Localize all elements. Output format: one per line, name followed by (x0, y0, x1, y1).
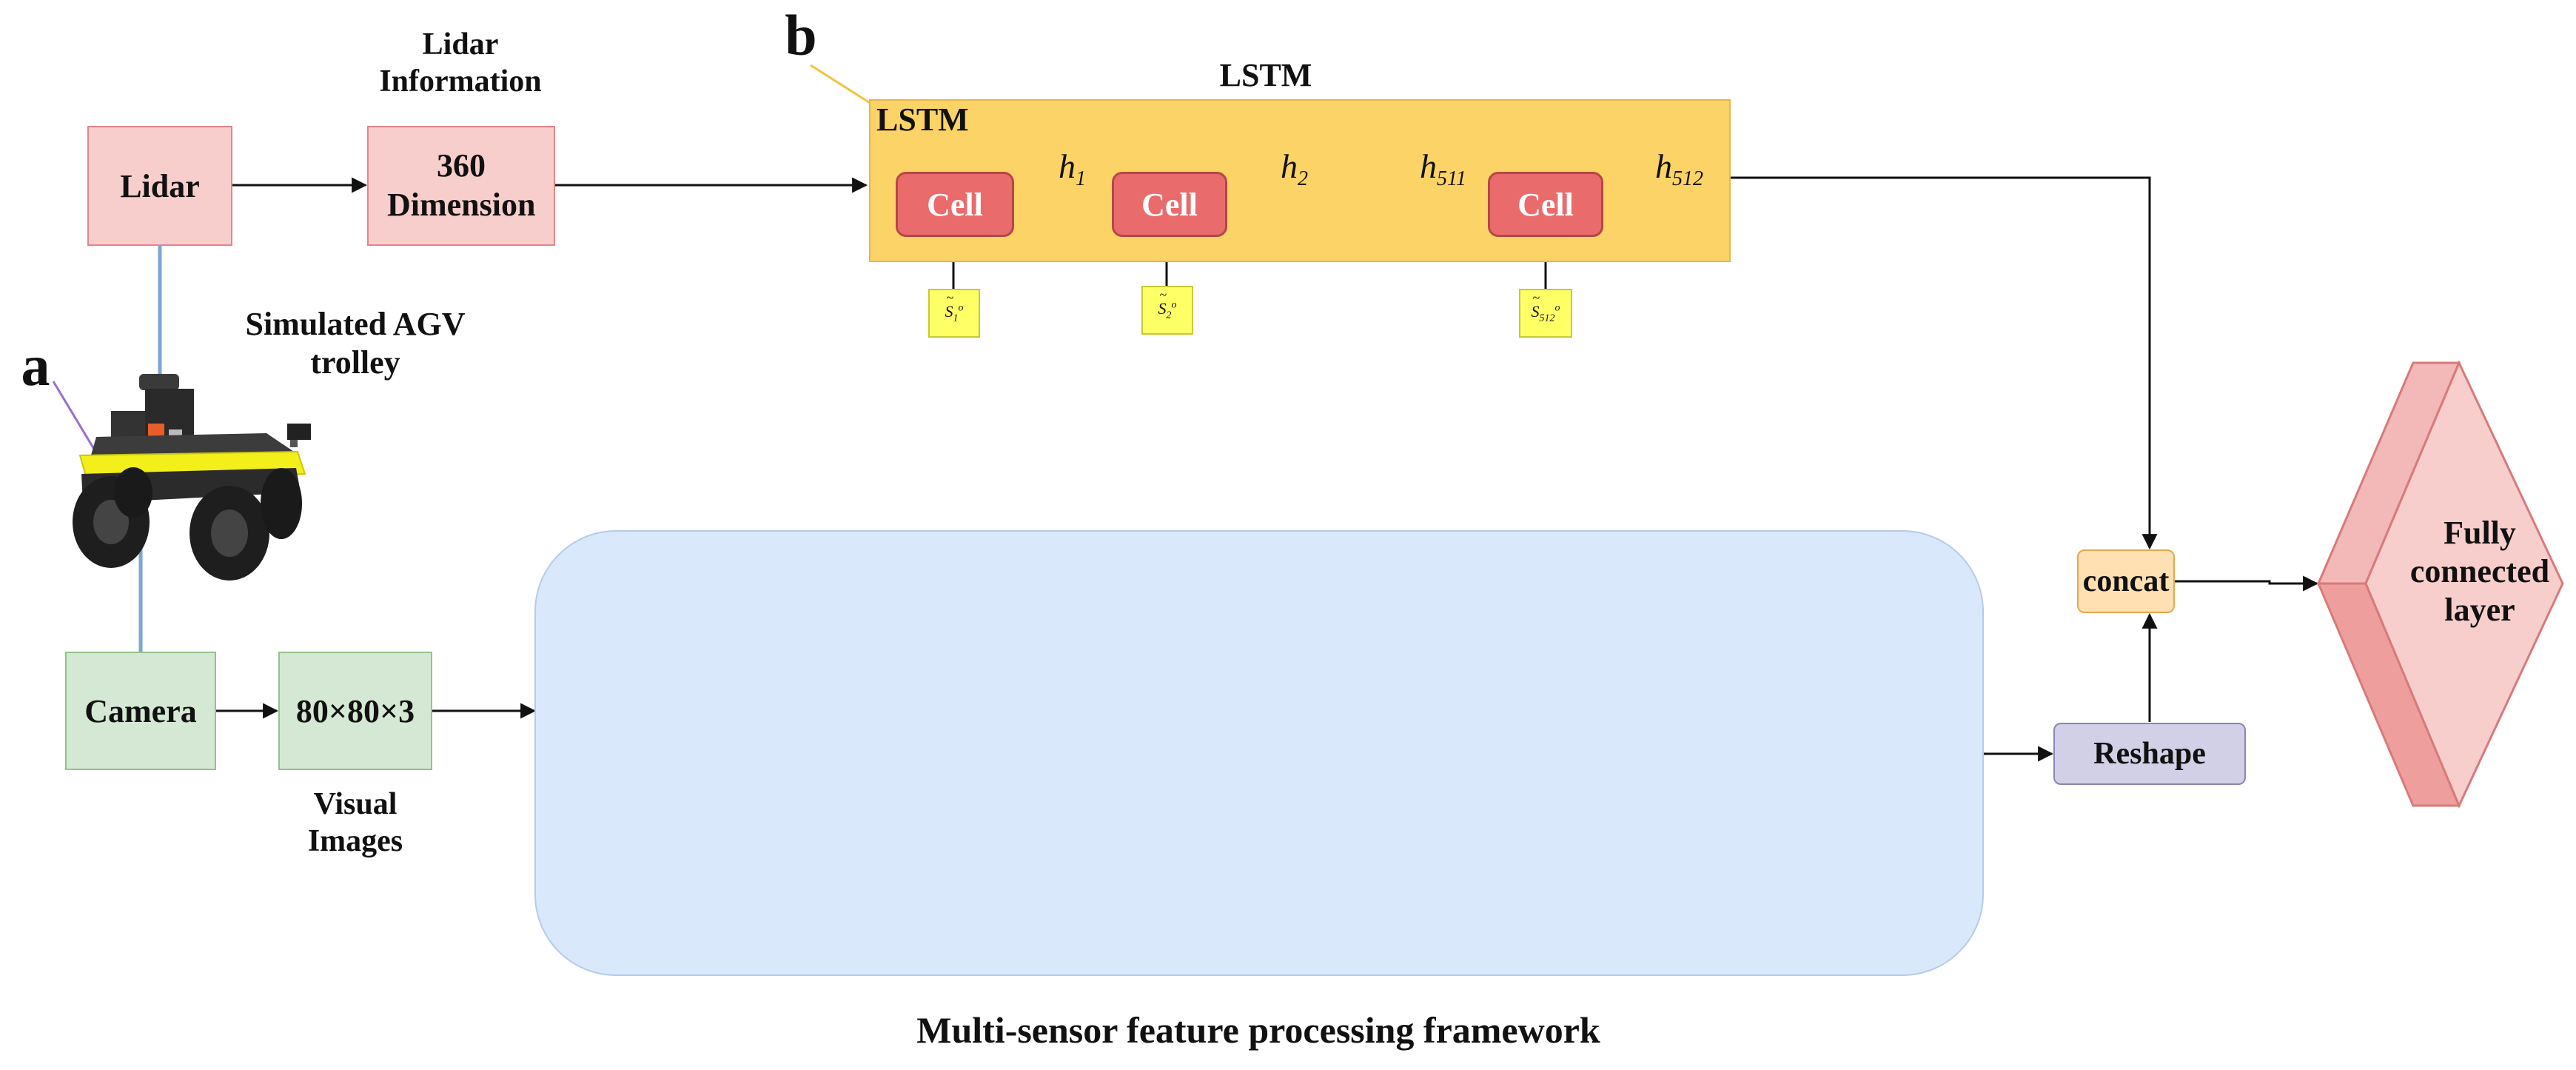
hidden-state-h511: h511 (1420, 147, 1466, 191)
framework-caption: Multi-sensor feature processing framewor… (916, 1009, 1600, 1051)
lstm-input-s1: ~ S1o (928, 289, 980, 338)
lstm-cell-2-label: Cell (1141, 186, 1198, 223)
panel-label-a: a (21, 333, 50, 398)
label-b-pointer (810, 64, 874, 107)
hidden-state-h2: h2 (1281, 147, 1308, 191)
panel-label-b: b (785, 3, 817, 67)
camera-box: Camera (65, 652, 216, 770)
lidar-360-dimension-box: 360 Dimension (367, 126, 555, 246)
fully-connected-layer-shape (2316, 360, 2564, 809)
visual-image-size-label: 80×80×3 (295, 692, 415, 729)
concat-label: concat (2082, 564, 2170, 598)
fully-connected-layer-label: Fully connected layer (2409, 515, 2550, 628)
lstm-cell-3: Cell (1488, 172, 1603, 237)
lstm-input-s512: ~ S512o (1519, 289, 1572, 338)
lstm-inner-title: LSTM (876, 101, 969, 138)
arrow-lstm-to-concat (1731, 176, 2158, 550)
reshape-label: Reshape (2093, 737, 2206, 771)
lidar-box-label: Lidar (120, 167, 200, 204)
agv-trolley-caption: Simulated AGV trolley (245, 306, 466, 381)
hidden-state-h512: h512 (1655, 147, 1703, 191)
visual-images-caption: Visual Images (307, 787, 403, 858)
visual-image-size-box: 80×80×3 (278, 652, 432, 770)
lstm-cell-2: Cell (1112, 172, 1227, 237)
reshape-box: Reshape (2053, 723, 2246, 785)
lstm-outer-title: LSTM (1219, 57, 1312, 93)
lstm-cell-3-label: Cell (1517, 186, 1574, 223)
lstm-cell-1-label: Cell (927, 186, 983, 223)
multi-sensor-framework-panel (534, 530, 1984, 976)
lidar-information-title: Lidar Information (379, 27, 542, 98)
lstm-input-s2: ~ S2o (1141, 286, 1193, 335)
agv-robot-illustration (73, 374, 311, 581)
lidar-box: Lidar (87, 126, 232, 246)
hidden-state-h1: h1 (1059, 147, 1086, 191)
concat-box: concat (2077, 549, 2175, 613)
camera-box-label: Camera (84, 692, 197, 729)
arrow-concat-to-fc (2173, 575, 2319, 592)
lstm-cell-1: Cell (896, 172, 1014, 237)
lidar-360-dimension-label: 360 Dimension (387, 147, 536, 223)
